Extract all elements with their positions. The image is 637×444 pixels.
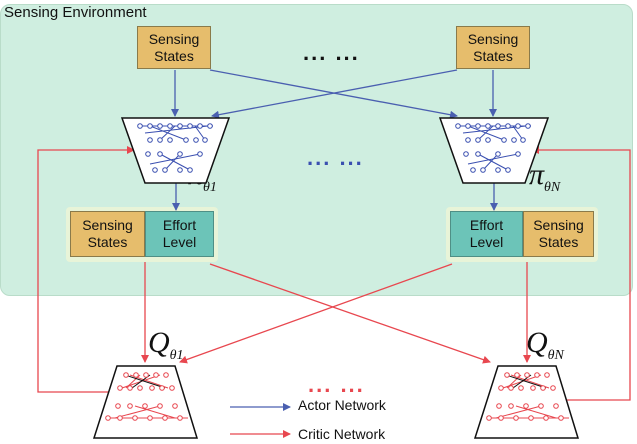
sensing-states-box-left: Sensing States [137,26,211,69]
pair-left-effort-level: Effort Level [145,211,214,257]
actor-arrows [171,69,498,411]
top-ellipsis: ... ... [303,40,360,65]
bottom-ellipsis: ... ... [308,372,365,397]
pair-right-effort-level: Effort Level [450,211,523,257]
critic-network-right [473,365,580,439]
middle-ellipsis: ... ... [307,145,364,170]
critic-label-right: QθN [526,326,564,363]
sensing-states-box-right: Sensing States [456,26,530,69]
pair-right-sensing-states: Sensing States [523,211,594,257]
actor-label-right: πθN [529,158,561,195]
environment-title: Sensing Environment [4,4,147,21]
pair-left-sensing-states: Sensing States [70,211,145,257]
actor-network-left [120,117,231,184]
critic-network-left [92,365,199,439]
legend-critic-label: Critic Network [298,426,386,442]
actor-network-right [438,117,550,184]
legend-actor-label: Actor Network [298,397,386,413]
critic-arrows [37,146,631,438]
